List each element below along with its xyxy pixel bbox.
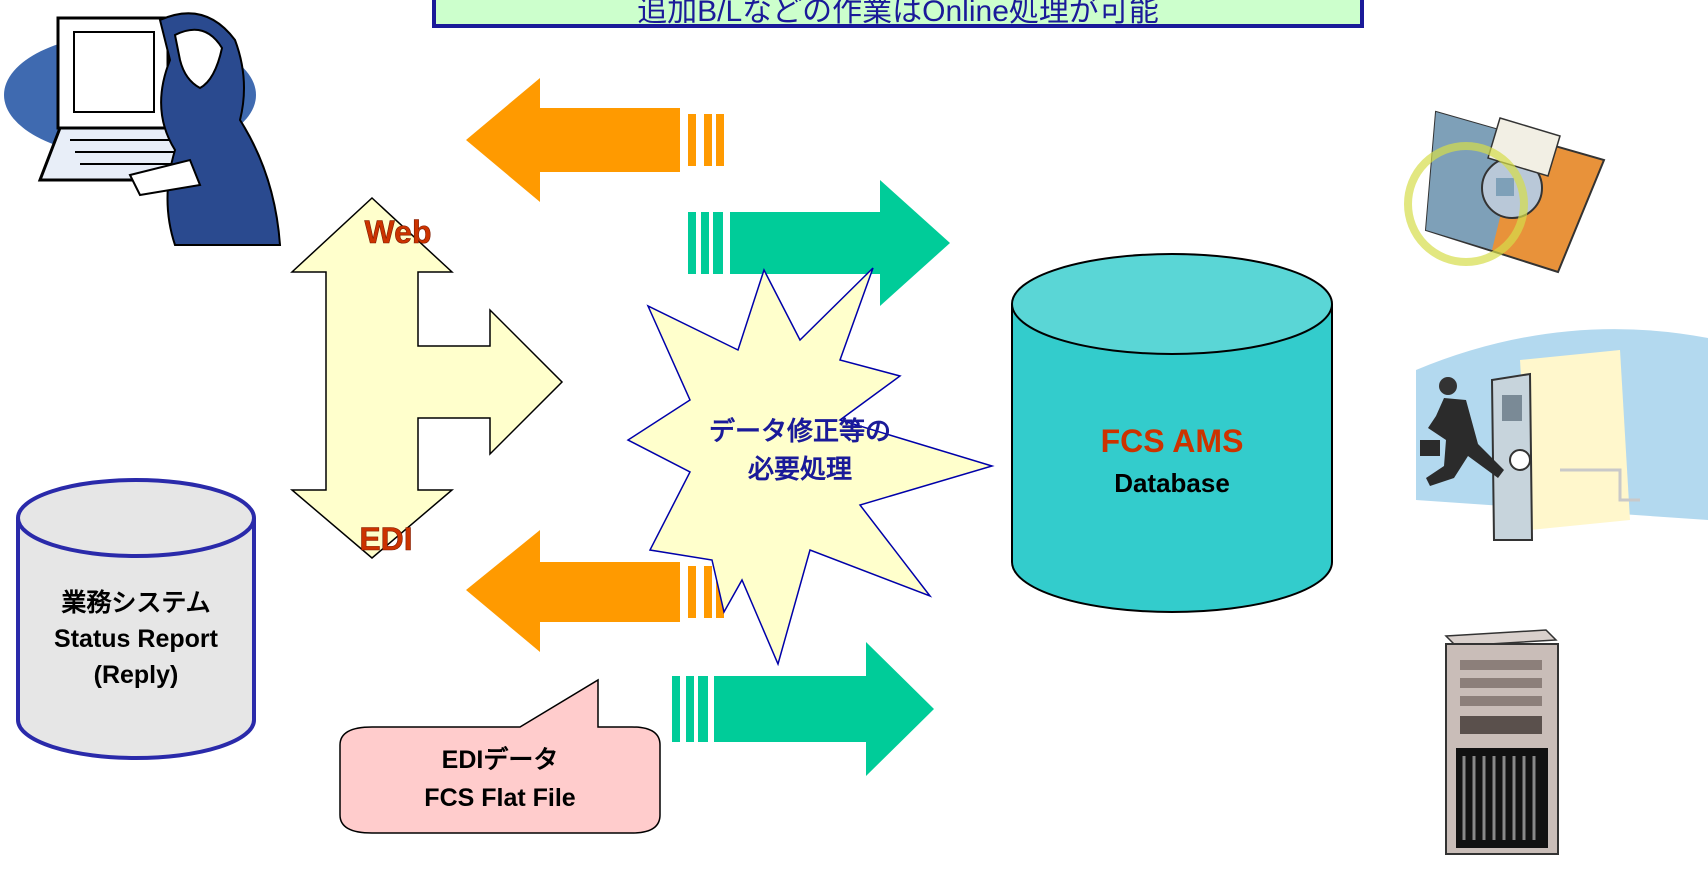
callout-line1: EDIデータ <box>442 745 559 774</box>
business-db-line3: (Reply) <box>94 661 179 689</box>
green-arrow-lower <box>672 642 934 776</box>
green-arrow-upper <box>688 180 950 306</box>
business-system-cylinder: 業務システム Status Report (Reply) <box>16 478 256 760</box>
processing-starburst: データ修正等の 必要処理 <box>626 267 995 667</box>
businessman-running-icon <box>1416 329 1708 541</box>
burst-line2: 必要処理 <box>748 454 852 484</box>
callout-line2: FCS Flat File <box>424 784 576 812</box>
web-edi-arrow: Web EDI <box>289 196 564 559</box>
floppy-disk-icon <box>1404 110 1606 274</box>
title-text: 追加B/Lなどの作業はOnline処理が可能 <box>637 0 1159 28</box>
fcs-ams-database-cylinder: FCS AMS Database <box>1011 253 1333 613</box>
db-subtitle: Database <box>1114 468 1230 498</box>
business-db-line2: Status Report <box>54 625 219 653</box>
edi-data-callout: EDIデータ FCS Flat File <box>339 678 661 834</box>
person-at-computer-icon <box>4 12 282 246</box>
orange-arrow-upper <box>466 78 724 202</box>
web-label: Web <box>365 214 432 250</box>
server-tower-icon <box>1444 629 1559 855</box>
business-db-line1: 業務システム <box>61 589 210 617</box>
edi-label: EDI <box>359 521 412 557</box>
burst-line1: データ修正等の <box>709 416 891 446</box>
db-title: FCS AMS <box>1101 423 1244 459</box>
title-banner: 追加B/Lなどの作業はOnline処理が可能 <box>432 0 1364 28</box>
